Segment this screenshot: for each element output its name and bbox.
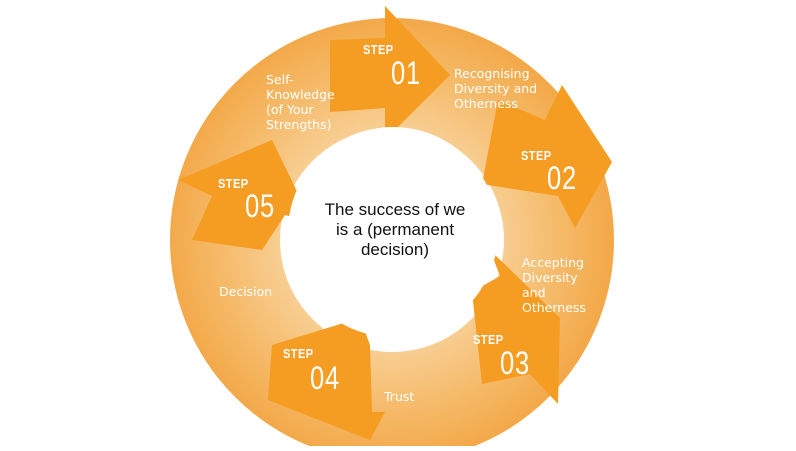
arrow-step-01 <box>330 6 450 140</box>
step-03-number: 03 <box>500 345 531 381</box>
center-line-1: The success of we <box>324 200 466 219</box>
arrow-step-03 <box>472 250 560 404</box>
ring-hole <box>288 127 498 337</box>
step-02-number: 02 <box>547 160 578 196</box>
center-line-2: is a (permanent <box>335 220 455 239</box>
arrow-step-02 <box>482 85 612 228</box>
step-02-label: Recognising Diversity and Otherness <box>454 66 538 111</box>
arrow-step-04 <box>268 318 385 440</box>
step-02-word: STEP <box>521 148 552 163</box>
step-03-label: Accepting Diversity and Otherness <box>522 255 586 315</box>
center-line-3: decision) <box>360 240 430 259</box>
step-01-word: STEP <box>363 42 394 57</box>
step-05-word: STEP <box>218 176 249 191</box>
step-01-number: 01 <box>391 55 422 91</box>
step-01-label: Self- Knowledge (of Your Strengths) <box>266 72 335 132</box>
step-04-label: Trust <box>384 389 415 404</box>
center-title: The success of we is a (permanent decisi… <box>310 200 480 260</box>
step-03-word: STEP <box>473 332 504 347</box>
step-04-number: 04 <box>310 360 341 396</box>
step-05-number: 05 <box>245 188 276 224</box>
step-04-word: STEP <box>283 346 314 361</box>
step-05-label: Decision <box>219 284 273 299</box>
arrow-step-05 <box>178 140 312 250</box>
